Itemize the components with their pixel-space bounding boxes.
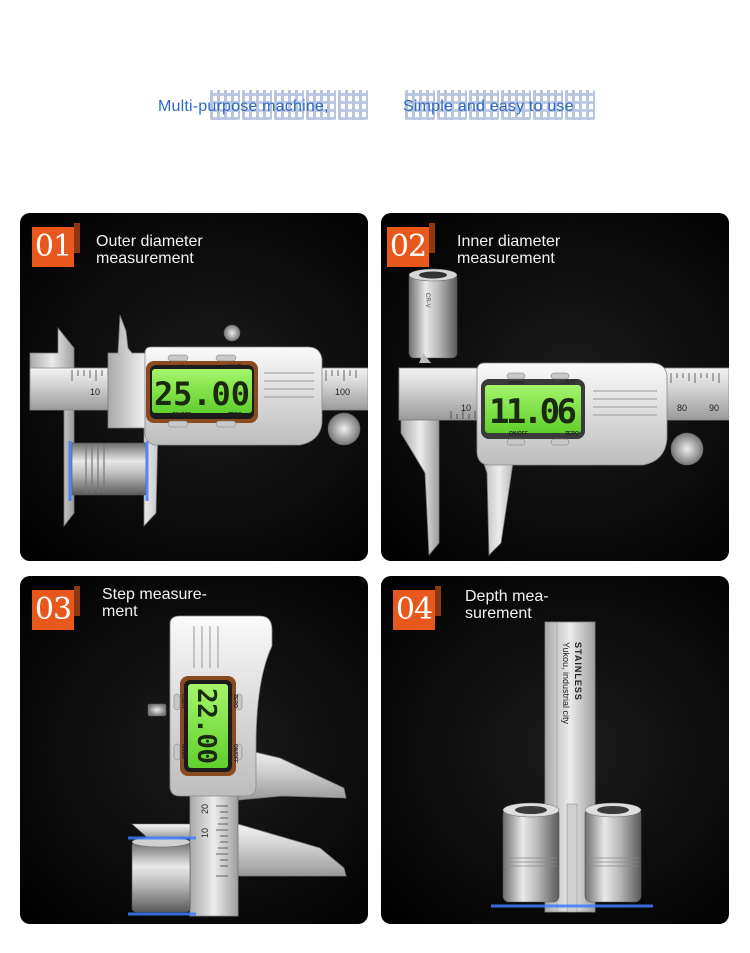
scale-label: 10 (90, 387, 100, 397)
bar-brand-text: STAINLESS (573, 642, 583, 701)
panel-step-measurement: 03 Step measure- ment 10 20 22.00 LI (20, 576, 368, 924)
unit-label: mm/in (180, 744, 186, 759)
faded-chinese-heading-left (210, 90, 370, 126)
onoff-label: ON/OFF (232, 744, 238, 763)
step-number-badge: 02 (387, 223, 435, 267)
unit-label: mm/in (172, 364, 187, 370)
socket-left (502, 802, 560, 903)
caliper-step-measure-illustration: 10 20 22.00 LIGHT ZERO mm/in ON/OFF (128, 615, 347, 917)
caliper-depth-measure-illustration: STAINLESS Yukou, industrial city (491, 621, 653, 913)
step-number-badge: 04 (393, 586, 441, 630)
panel-title: Inner diameter measurement (457, 233, 561, 267)
socket-right (584, 802, 642, 903)
scale-label: 80 (677, 403, 687, 413)
light-label: LIGHT (226, 364, 241, 370)
scale-label: 10 (461, 403, 471, 413)
caption-multi-purpose: Multi-purpose machine, (158, 98, 329, 115)
zero-label: ZERO (565, 431, 579, 437)
lcd-readout: 11.06 (489, 392, 577, 432)
scale-label: 90 (709, 403, 719, 413)
panel-outer-diameter: 01 Outer diameter measurement 10 20 100 (20, 213, 368, 561)
svg-text:CR-V: CR-V (424, 293, 430, 308)
onoff-label: ON/OFF (509, 431, 528, 437)
panel-title: Step measure- ment (102, 586, 207, 620)
scale-label: 10 (200, 828, 210, 838)
light-label: LIGHT (561, 380, 576, 386)
step-number-badge: 01 (32, 223, 80, 267)
onoff-label: ON/OFF (172, 412, 191, 418)
headline: Multi-purpose machine, Simple and easy t… (0, 90, 750, 132)
zero-label: ZERO (232, 694, 238, 708)
step-number-badge: 03 (32, 586, 80, 630)
unit-label: mm/in (509, 380, 524, 386)
panel-title: Outer diameter measurement (96, 233, 203, 267)
caption-simple-easy: Simple and easy to use (403, 98, 574, 115)
lcd-readout: 25.00 (154, 375, 250, 413)
faded-chinese-heading-right (405, 90, 597, 126)
zero-label: ZERO (228, 412, 242, 418)
caliper-inner-measure-illustration: CR-V 10 80 90 11.06 mm/in LIGHT ON/OFF Z… (398, 268, 729, 557)
lcd-readout: 22.00 (191, 688, 221, 764)
panel-depth-measurement: 04 Depth mea- surement STAINLESS Yukou, … (381, 576, 729, 924)
light-label: LIGHT (180, 694, 186, 709)
bar-origin-text: Yukou, industrial city (561, 642, 571, 725)
panel-title: Depth mea- surement (465, 588, 549, 622)
scale-label: 20 (200, 804, 210, 814)
caliper-outer-measure-illustration: 10 20 100 25.00 mm/in LIGHT ON/OFF ZERO (29, 314, 368, 528)
panel-inner-diameter: 02 Inner diameter measurement CR-V 10 80… (381, 213, 729, 561)
scale-label: 100 (335, 387, 350, 397)
